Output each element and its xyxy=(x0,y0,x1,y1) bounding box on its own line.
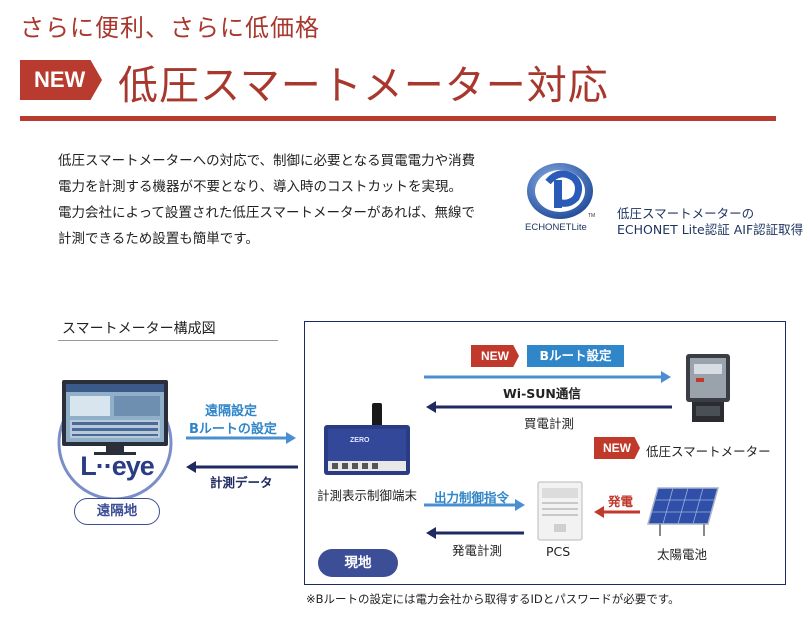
meter-new-tag: NEW xyxy=(471,345,519,367)
leye-brand: L··eye xyxy=(80,451,155,481)
page-title: 低圧スマートメーター対応 xyxy=(118,63,609,109)
remote-label: 遠隔地 xyxy=(74,498,160,525)
generation-label: 発電 xyxy=(608,494,634,509)
certification-line-2: ECHONET Lite認証 AIF認証取得 xyxy=(617,222,804,237)
pcs-image xyxy=(536,480,584,542)
measurement-data-label: 計測データ xyxy=(210,475,273,490)
smart-meter-image xyxy=(676,350,740,428)
diagram-title-underline xyxy=(58,340,278,341)
site-boundary xyxy=(304,321,786,585)
description: 低圧スマートメーターへの対応で、制御に必要となる買電電力や消費電力を計測する機器… xyxy=(58,148,483,252)
new-badge: NEW xyxy=(20,60,102,100)
generation-measure-label: 発電計測 xyxy=(452,543,503,558)
output-control-label: 出力制御指令 xyxy=(434,490,510,505)
certification-caption: 低圧スマートメーターの ECHONET Lite認証 AIF認証取得 xyxy=(617,206,803,238)
control-device-image xyxy=(322,403,414,481)
title-divider xyxy=(20,116,776,121)
description-paragraph-1: 低圧スマートメーターへの対応で、制御に必要となる買電電力や消費電力を計測する機器… xyxy=(58,153,476,195)
trademark-mark: TM xyxy=(588,213,595,219)
site-label: 現地 xyxy=(318,549,398,577)
pcs-label: PCS xyxy=(546,544,571,559)
subtitle: さらに便利、さらに低価格 xyxy=(20,14,320,42)
b-route-setting-label: Bルートの設定 xyxy=(189,422,277,437)
solar-panel-image xyxy=(646,484,720,538)
meter-new-tag-2: NEW xyxy=(594,437,640,459)
remote-setting-label: 遠隔設定 xyxy=(205,404,258,419)
buy-power-label: 買電計測 xyxy=(524,416,575,431)
b-route-tag: Bルート設定 xyxy=(527,345,624,367)
wisun-label: Wi-SUN通信 xyxy=(503,386,581,401)
footnote: ※Bルートの設定には電力会社から取得するIDとパスワードが必要です。 xyxy=(306,592,680,606)
control-device-label: 計測表示制御端末 xyxy=(317,488,418,503)
echonet-logo-text: ECHONETLite xyxy=(525,222,587,233)
leye-remote-group xyxy=(40,368,190,502)
description-paragraph-2: 電力会社によって設置された低圧スマートメーターがあれば、無線で計測できるため設置… xyxy=(58,205,476,247)
smart-meter-label: 低圧スマートメーター xyxy=(646,444,771,459)
diagram-title: スマートメーター構成図 xyxy=(62,321,216,337)
device-screen-text: ZERO xyxy=(350,437,370,444)
solar-label: 太陽電池 xyxy=(657,547,708,562)
certification-line-1: 低圧スマートメーターの xyxy=(617,206,755,221)
echonet-lite-logo: TM ECHONETLite xyxy=(518,160,608,236)
